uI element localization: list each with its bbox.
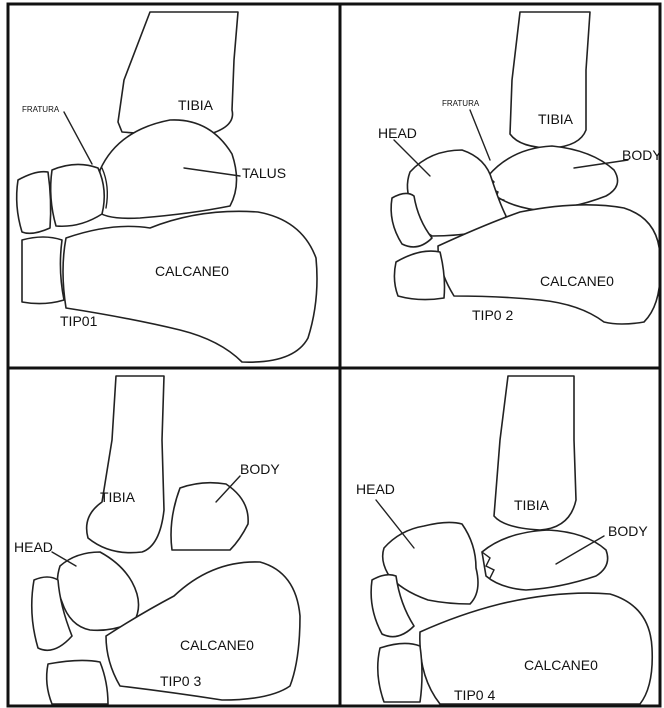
fratura-label: FRATURA — [442, 99, 480, 108]
calcaneus-bone — [106, 562, 300, 700]
tipo-1-label: TIP01 — [60, 313, 98, 329]
tibia-label: TIBIA — [178, 97, 214, 113]
panel-tipo-3: TIBIA HEAD BODY CALCANE0 TIP0 3 — [14, 376, 300, 704]
tipo-3-label: TIP0 3 — [160, 673, 201, 689]
fratura-pointer — [64, 112, 92, 164]
tibia-bone — [118, 12, 238, 135]
cuneiform-bone — [17, 172, 51, 234]
talus-body-bone — [488, 146, 618, 210]
fratura-label: FRATURA — [22, 105, 60, 114]
head-label: HEAD — [356, 481, 395, 497]
tibia-label: TIBIA — [100, 489, 136, 505]
calcaneo-label: CALCANE0 — [155, 263, 229, 279]
cuboid-bone — [22, 237, 64, 304]
talus-body-bone — [482, 530, 608, 590]
fratura-pointer — [470, 110, 490, 160]
calcaneus-bone — [63, 211, 317, 362]
tibia-bone — [87, 376, 164, 553]
cuboid-bone — [394, 251, 444, 299]
calcaneo-label: CALCANE0 — [540, 273, 614, 289]
head-label: HEAD — [378, 125, 417, 141]
head-label: HEAD — [14, 539, 53, 555]
body-label: BODY — [240, 461, 280, 477]
cuboid-bone — [378, 643, 422, 702]
talus-head-bone — [57, 552, 138, 630]
panel-tipo-2: FRATURA TIBIA HEAD BODY CALCANE0 TIP0 2 — [378, 12, 662, 324]
calcaneo-label: CALCANE0 — [524, 657, 598, 673]
calcaneo-label: CALCANE0 — [180, 637, 254, 653]
tibia-label: TIBIA — [514, 497, 550, 513]
tipo-2-label: TIP0 2 — [472, 307, 513, 323]
talus-label: TALUS — [242, 165, 286, 181]
tibia-label: TIBIA — [538, 111, 574, 127]
tipo-4-label: TIP0 4 — [454, 687, 495, 703]
talus-body-bone — [171, 483, 248, 550]
body-label: BODY — [608, 523, 648, 539]
panel-tipo-4: HEAD TIBIA BODY CALCANE0 TIP0 4 — [356, 376, 652, 704]
panel-tipo-1: FRATURA TIBIA TALUS CALCANE0 TIP01 — [17, 12, 317, 362]
body-label: BODY — [622, 147, 662, 163]
cuboid-bone — [47, 660, 108, 704]
talus-bone — [96, 120, 237, 218]
tibia-bone — [510, 12, 590, 148]
navicular-bone — [51, 164, 105, 226]
